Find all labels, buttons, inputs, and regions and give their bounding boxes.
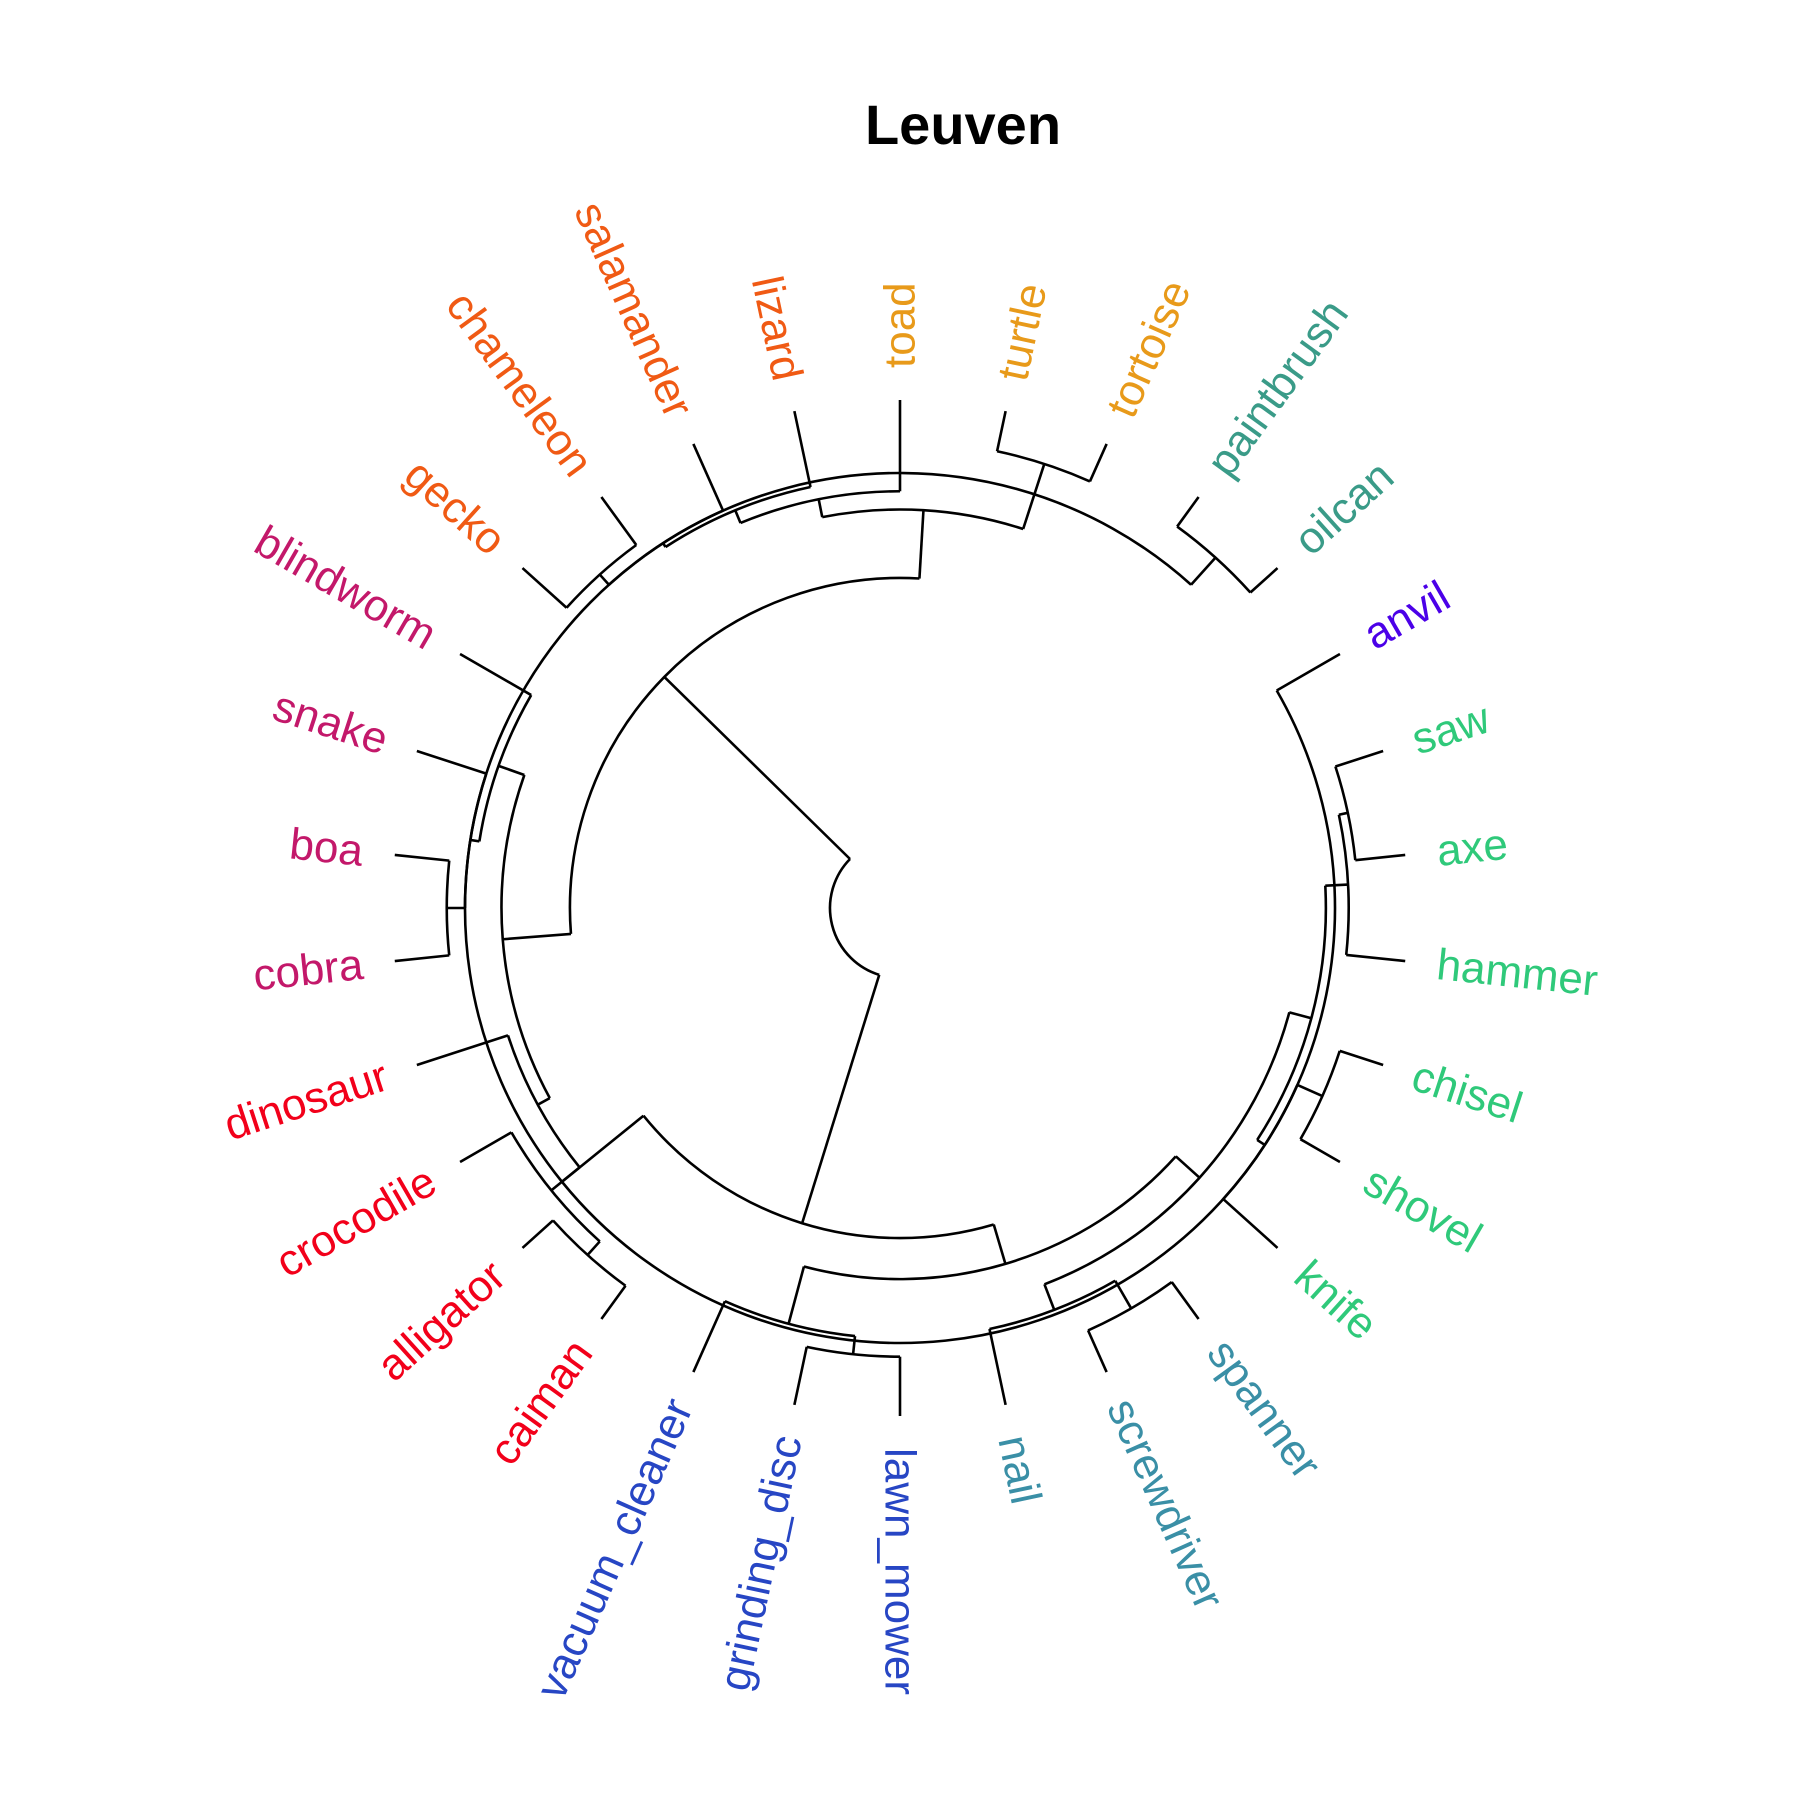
leaf-label-boa: boa xyxy=(287,820,366,876)
branch-radial-n_gecko_cham-1 xyxy=(600,496,638,546)
branch-radial-n_paint_oil-1 xyxy=(1249,567,1279,594)
branch-radial-n_turtle_tortoise-1 xyxy=(1088,443,1108,482)
branch-radial-n_handtools-0 xyxy=(1288,1011,1312,1020)
branch-radial-n_cutting-0 xyxy=(1325,883,1349,888)
leaf-labels: anvil saw axe hammer chisel shovelknifespanne… xyxy=(218,195,1600,1707)
leaf-label-grinding_disc: grinding_disc xyxy=(710,1431,812,1695)
branch-radial-n_croc-1 xyxy=(416,1034,509,1067)
branch-radial-n_csk-0 xyxy=(1296,1083,1323,1098)
branch-radial-n_amph-0 xyxy=(817,499,824,518)
branch-arc-n_anvil_paint xyxy=(463,471,1337,1345)
branch-radial-n_sah-1 xyxy=(1346,953,1406,963)
branch-radial-n_gecko_cham-0 xyxy=(521,567,568,609)
branch-radial-n_lizards-1 xyxy=(793,410,812,488)
branch-radial-n_caiman_alligator-1 xyxy=(521,1219,554,1249)
branch-arc-n_liz_toad xyxy=(740,489,901,525)
branch-radial-n_gcs-0 xyxy=(598,573,610,586)
branch-radial-n_anvil_paint-0 xyxy=(1276,652,1341,692)
branch-radial-n_cac-0 xyxy=(586,1240,601,1256)
leaf-label-chisel: chisel xyxy=(1406,1052,1528,1133)
leaf-label-shovel: shovel xyxy=(1355,1157,1490,1263)
branch-arc-n_cbs xyxy=(463,773,488,909)
leaf-label-salamander: salamander xyxy=(564,195,702,425)
branch-radial-n_lizards-0 xyxy=(661,542,667,548)
leaf-label-nail: nail xyxy=(988,1431,1050,1508)
branch-arc-n_handtools xyxy=(1043,1011,1291,1286)
branch-radial-n_turtle_tortoise-0 xyxy=(995,410,1007,452)
branch-radial-n_paint_oil-0 xyxy=(1176,496,1200,528)
branch-radial-n_machines-1 xyxy=(692,1300,727,1373)
leaf-label-anvil: anvil xyxy=(1355,572,1458,660)
branch-radial-n_anvil_paint-1 xyxy=(1190,556,1217,586)
branch-radial-n_cac-1 xyxy=(459,1131,513,1164)
leaf-label-toad: toad xyxy=(876,282,925,368)
leaf-label-crocodile: crocodile xyxy=(268,1157,445,1287)
leaf-label-oilcan: oilcan xyxy=(1285,452,1403,565)
branch-radial-n_tools-0 xyxy=(992,1224,1007,1265)
branch-radial-root-0 xyxy=(800,974,881,1224)
branch-radial-n_croc-0 xyxy=(550,1166,581,1192)
branch-radial-n_croc_serp-1 xyxy=(498,764,525,777)
leaf-label-spanner: spanner xyxy=(1198,1330,1331,1487)
branch-radial-n_hand_machines-0 xyxy=(1174,1155,1201,1179)
branch-radial-n_hand_machines-1 xyxy=(787,1266,806,1325)
leaf-label-tortoise: tortoise xyxy=(1097,273,1200,425)
branch-radial-n_cobra_boa-0 xyxy=(394,954,450,963)
leaf-label-snake: snake xyxy=(267,682,394,765)
branch-radial-n_saw_axe-0 xyxy=(1335,749,1384,768)
branch-radial-n_chisel_shovel-0 xyxy=(1339,1049,1384,1067)
branch-radial-n_croc_serp-0 xyxy=(537,1097,551,1106)
branch-radial-n_amph-1 xyxy=(1021,463,1046,530)
leaf-label-cobra: cobra xyxy=(251,940,366,1000)
branch-arc-n_tools xyxy=(642,1114,995,1240)
branch-radial-n_sah-0 xyxy=(1338,811,1349,816)
branch-radial-n_cobra_boa-1 xyxy=(394,853,450,862)
branch-radial-n_cutting-1 xyxy=(1256,1138,1266,1147)
branch-radial-n_handtools-1 xyxy=(1043,1283,1056,1311)
dendrogram-branches xyxy=(394,400,1406,1416)
branch-arc-n_turtle_tortoise xyxy=(996,449,1091,483)
branch-radial-n_saw_axe-1 xyxy=(1355,853,1406,862)
branch-radial-n_gcs-1 xyxy=(692,443,725,512)
branch-radial-root-1 xyxy=(663,675,851,860)
leaf-label-lawn_mower: lawn_mower xyxy=(876,1448,925,1695)
leaf-label-paintbrush: paintbrush xyxy=(1198,290,1358,485)
branch-radial-n_animals-1 xyxy=(918,510,925,579)
chart-title: Leuven xyxy=(865,93,1061,156)
branch-radial-n_serpents-1 xyxy=(459,652,532,697)
branch-radial-n_spanner_screwdriver-1 xyxy=(1086,1329,1108,1373)
branch-radial-n_cbs-1 xyxy=(416,749,487,775)
leaf-label-hammer: hammer xyxy=(1434,940,1600,1006)
branch-radial-n_caiman_alligator-0 xyxy=(600,1284,627,1320)
branch-arc-n_gecko_cham xyxy=(565,543,638,609)
leaf-label-chameleon: chameleon xyxy=(436,283,602,486)
leaf-label-alligator: alligator xyxy=(368,1251,515,1391)
leaf-label-turtle: turtle xyxy=(988,279,1056,385)
branch-radial-n_liz_toad-0 xyxy=(734,509,742,524)
branch-radial-n_csk-1 xyxy=(1222,1198,1279,1249)
leaf-label-saw: saw xyxy=(1406,694,1496,765)
leaf-label-vacuum_cleaner: vacuum_cleaner xyxy=(527,1391,703,1706)
branch-radial-n_animals-0 xyxy=(502,932,572,941)
branch-radial-n_serpents-0 xyxy=(470,838,480,843)
branch-arc-root xyxy=(828,858,880,977)
leaf-label-knife: knife xyxy=(1285,1251,1387,1350)
branch-arc-n_cutting xyxy=(1256,885,1328,1141)
leaf-label-dinosaur: dinosaur xyxy=(218,1052,394,1151)
branch-radial-n_chisel_shovel-1 xyxy=(1299,1138,1341,1164)
leaf-label-axe: axe xyxy=(1434,820,1510,876)
branch-radial-n_lawn_grind-1 xyxy=(793,1346,808,1406)
branch-radial-n_ssn-1 xyxy=(988,1328,1007,1406)
leaf-label-caiman: caiman xyxy=(479,1330,602,1474)
branch-arc-n_serpents xyxy=(478,694,533,842)
leaf-label-screwdriver: screwdriver xyxy=(1097,1391,1233,1616)
leaf-label-blindworm: blindworm xyxy=(246,517,444,660)
branch-radial-n_machines-0 xyxy=(851,1335,857,1355)
branch-radial-n_spanner_screwdriver-0 xyxy=(1170,1281,1200,1320)
branch-arc-n_hand_machines xyxy=(803,1155,1177,1281)
leaf-label-lizard: lizard xyxy=(742,272,812,385)
leaf-label-gecko: gecko xyxy=(395,450,515,565)
